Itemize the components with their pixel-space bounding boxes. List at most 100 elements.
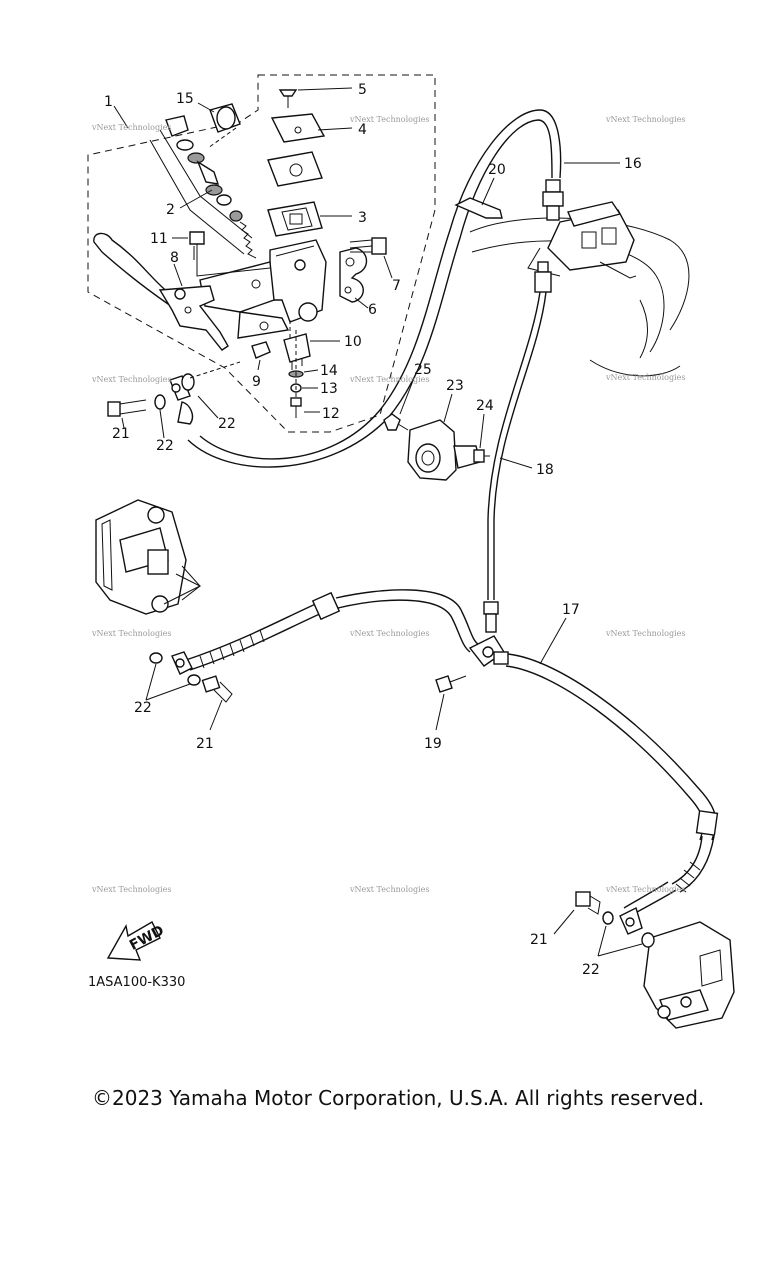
leader-7 xyxy=(383,255,393,279)
part-label-4: 4 xyxy=(358,122,367,138)
part-label-22-upper-b: 22 xyxy=(218,416,236,432)
leader-8 xyxy=(173,263,183,287)
assembly-outline xyxy=(87,74,436,433)
part-label-16: 16 xyxy=(624,156,642,172)
part-label-1: 1 xyxy=(104,94,113,110)
part-label-8: 8 xyxy=(170,250,179,266)
watermark: vNext Technologies xyxy=(349,115,429,124)
part-label-20: 20 xyxy=(488,162,506,178)
leader-17 xyxy=(539,617,567,665)
leader-18 xyxy=(499,457,533,469)
boot-15 xyxy=(209,103,241,133)
switch-housing-23 xyxy=(407,419,481,481)
piston-kit-2 xyxy=(149,115,257,259)
leader-22b xyxy=(197,395,219,419)
part-label-6: 6 xyxy=(368,302,377,318)
washer-22-left-1 xyxy=(149,652,163,664)
clip-20 xyxy=(454,197,503,219)
diagram-code: 1ASA100-K330 xyxy=(88,975,185,990)
guide-union xyxy=(189,361,241,379)
leader-9 xyxy=(257,359,261,371)
part-label-15: 15 xyxy=(176,91,194,107)
connector-24 xyxy=(473,449,490,463)
watermark: vNext Technologies xyxy=(349,375,429,384)
part-label-17: 17 xyxy=(562,602,580,618)
hose-16-fitting xyxy=(542,179,564,221)
watermark: vNext Technologies xyxy=(91,375,171,384)
leader-20 xyxy=(481,177,495,206)
leader-19 xyxy=(435,693,445,731)
watermarks: vNext Technologies vNext Technologies vN… xyxy=(91,115,685,894)
part-label-19: 19 xyxy=(424,736,442,752)
part-label-13: 13 xyxy=(320,381,338,397)
copyright-notice: ©2023 Yamaha Motor Corporation, U.S.A. A… xyxy=(92,1086,705,1110)
brake-lever-8 xyxy=(93,232,229,351)
bolt-21-upper xyxy=(107,399,147,417)
union-lower-right xyxy=(619,907,643,935)
watermark: vNext Technologies xyxy=(349,629,429,638)
leader-11-to-body xyxy=(196,262,271,277)
caliper-right xyxy=(643,921,735,1029)
leader-6 xyxy=(354,297,369,309)
brake-master-cylinder-diagram: FWD 1ASA100-K330 1 2 3 4 5 6 7 8 9 10 11… xyxy=(87,74,735,1029)
bolt-7 xyxy=(349,237,387,255)
bolt-11 xyxy=(189,231,205,262)
leader-15 xyxy=(197,102,215,113)
part-label-11: 11 xyxy=(150,231,168,247)
leader-21a xyxy=(121,417,125,429)
lower-left-hose xyxy=(171,589,479,675)
master-cylinder-right xyxy=(527,201,637,279)
part-label-2: 2 xyxy=(166,202,175,218)
part-label-21-upper: 21 xyxy=(112,426,130,442)
part-label-22-right: 22 xyxy=(582,962,600,978)
leader-21c xyxy=(553,909,575,935)
watermark: vNext Technologies xyxy=(91,123,171,132)
part-label-22-upper-a: 22 xyxy=(156,438,174,454)
part-label-22-left: 22 xyxy=(134,700,152,716)
part-label-24: 24 xyxy=(476,398,494,414)
assembly-guide xyxy=(207,127,237,149)
leader-22a xyxy=(159,409,165,439)
washer-22-right-2 xyxy=(641,932,655,948)
watermark: vNext Technologies xyxy=(349,885,429,894)
washer-22-left-2 xyxy=(187,674,201,686)
leader-1 xyxy=(113,105,129,129)
watermark: vNext Technologies xyxy=(605,373,685,382)
part-label-5: 5 xyxy=(358,82,367,98)
leader-22c xyxy=(145,663,191,701)
watermark: vNext Technologies xyxy=(605,629,685,638)
part-label-25: 25 xyxy=(414,362,432,378)
brake-hose-18 xyxy=(483,261,552,633)
union-upper-left xyxy=(154,373,195,425)
part-label-10: 10 xyxy=(344,334,362,350)
part-label-12: 12 xyxy=(322,406,340,422)
leader-25 xyxy=(399,377,415,415)
brake-hose-16-loop xyxy=(199,109,562,460)
part-label-21-left: 21 xyxy=(196,736,214,752)
part-label-3: 3 xyxy=(358,210,367,226)
watermark: vNext Technologies xyxy=(91,629,171,638)
nut-9 xyxy=(251,341,271,359)
leader-22d xyxy=(597,925,643,957)
switch-10 xyxy=(283,333,311,370)
brake-hose-16-loop-inner xyxy=(187,119,553,468)
part-label-21-right: 21 xyxy=(530,932,548,948)
screw-12 xyxy=(290,397,302,418)
part-label-7: 7 xyxy=(392,278,401,294)
brake-hose-17 xyxy=(505,653,719,917)
screw-25 xyxy=(383,413,409,431)
forward-arrow-icon xyxy=(106,921,161,961)
part-label-23: 23 xyxy=(446,378,464,394)
part-label-14: 14 xyxy=(320,363,338,379)
leader-24 xyxy=(479,413,485,449)
leader-21b xyxy=(209,699,223,731)
leader-23 xyxy=(443,393,453,423)
bolt-21-right xyxy=(575,891,601,915)
caliper-left xyxy=(95,499,202,615)
bolt-21-left xyxy=(201,675,233,703)
part-label-18: 18 xyxy=(536,462,554,478)
watermark: vNext Technologies xyxy=(605,115,685,124)
leader-2 xyxy=(179,189,213,209)
bracket-6 xyxy=(339,247,368,303)
